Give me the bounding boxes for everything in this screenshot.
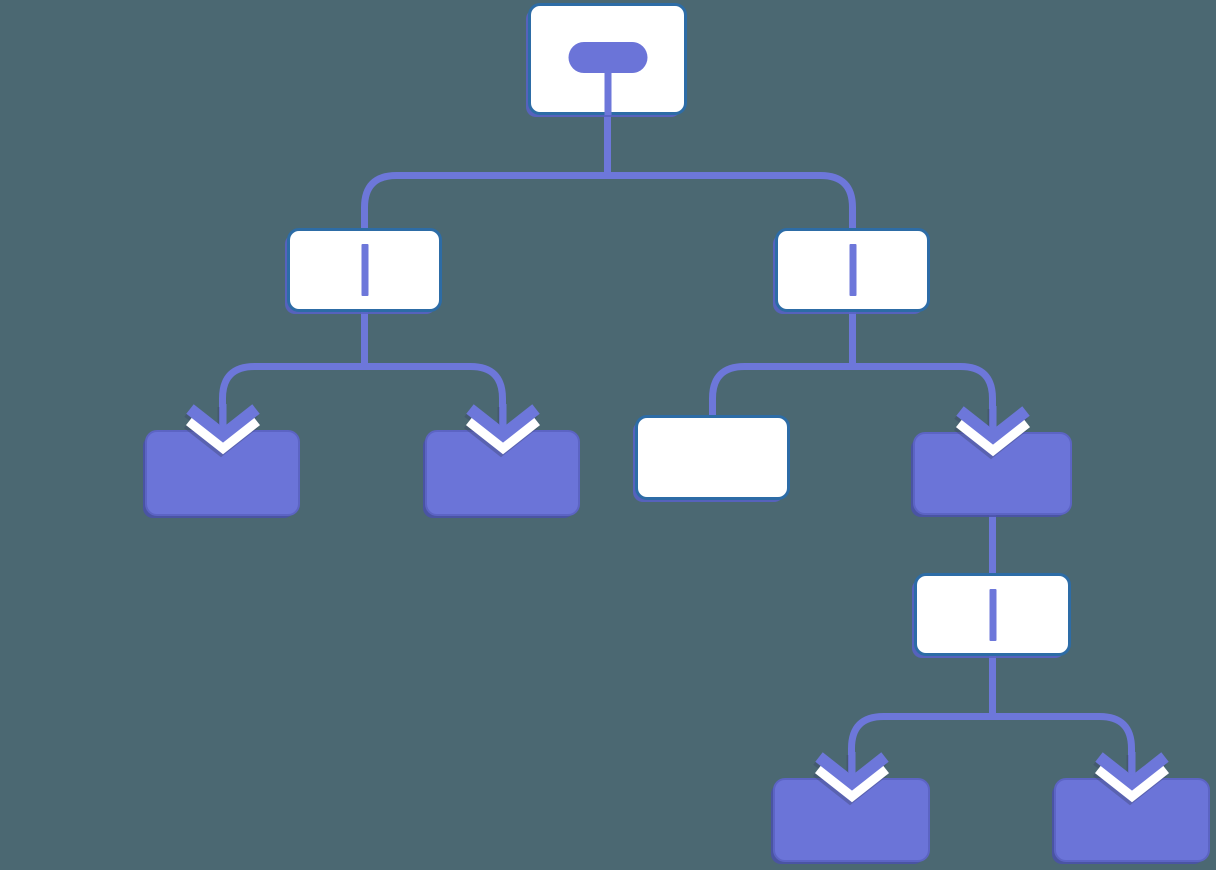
chevron-white-stroke: [814, 762, 889, 803]
chevron-purple-stroke: [465, 404, 540, 443]
chevron-white-stroke: [1094, 762, 1170, 803]
chevron-purple-stroke: [1095, 752, 1169, 791]
double-chevron-arrow-icon: [465, 404, 540, 455]
chevron-white-stroke: [955, 416, 1030, 457]
pass-through-line: [989, 588, 996, 641]
double-chevron-arrow-icon: [955, 406, 1030, 457]
node-child-plain[interactable]: [635, 415, 790, 500]
chevron-purple-stroke: [185, 404, 260, 443]
chevron-white-stroke: [465, 414, 540, 455]
node-mid-pass[interactable]: [914, 573, 1071, 656]
root-stem-line: [604, 70, 611, 115]
connector-root-to-branches: [361, 110, 856, 232]
double-chevron-arrow-icon: [1094, 752, 1170, 803]
root-pill-icon: [568, 42, 647, 73]
connector-midpass-to-leaves: [848, 653, 1135, 772]
double-chevron-arrow-icon: [814, 752, 889, 803]
connector-right-branch-to-children: [709, 308, 996, 426]
node-branch-right[interactable]: [775, 228, 930, 312]
chevron-white-stroke: [185, 414, 260, 455]
pass-through-line: [849, 244, 856, 296]
double-chevron-arrow-icon: [185, 404, 260, 455]
node-branch-left[interactable]: [287, 228, 442, 312]
chevron-purple-stroke: [814, 752, 889, 791]
chevron-purple-stroke: [955, 406, 1030, 445]
node-root[interactable]: [528, 3, 687, 115]
pass-through-line: [361, 244, 368, 296]
connector-left-branch-to-leaves: [219, 308, 506, 424]
